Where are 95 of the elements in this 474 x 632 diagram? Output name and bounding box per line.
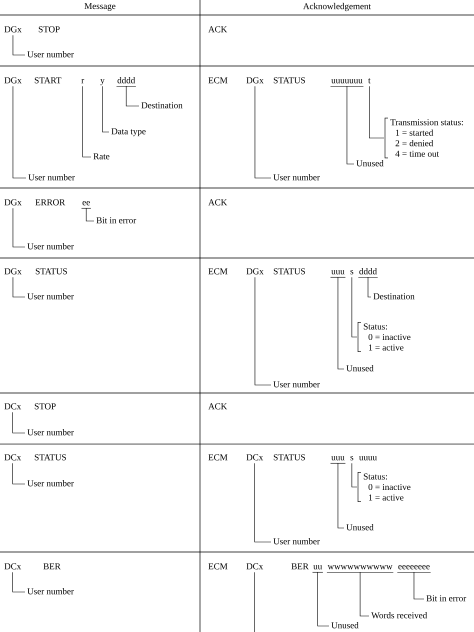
command-word: STATUS xyxy=(274,77,305,84)
field-code: r xyxy=(81,79,84,84)
command-word: ERROR xyxy=(35,199,66,206)
leader-line xyxy=(12,208,26,248)
bracketed-note: Status: 0 = inactive 1 = active xyxy=(358,322,410,352)
leader-line xyxy=(254,572,255,632)
field-description: User number xyxy=(27,51,74,58)
field-code: DGx xyxy=(246,268,264,274)
leader-line xyxy=(12,462,26,484)
field-description: Unused xyxy=(346,524,374,530)
leader-line xyxy=(346,86,354,164)
field-description: Words received xyxy=(371,612,428,618)
command-word: ECM xyxy=(208,268,228,274)
field-description: Unused xyxy=(346,365,374,372)
command-word: STOP xyxy=(38,26,60,32)
field-description: User number xyxy=(28,174,75,180)
field-code: DCx xyxy=(4,454,22,460)
command-word: STATUS xyxy=(34,454,66,460)
command-word: BER xyxy=(291,563,309,570)
command-word: START xyxy=(34,77,62,84)
column-header: Acknowledgement xyxy=(303,2,371,12)
bracketed-note: Status: 0 = inactive 1 = active xyxy=(358,472,410,502)
field-code: y xyxy=(100,79,105,86)
field-code: t xyxy=(368,78,371,84)
field-description: Unused xyxy=(356,160,384,166)
leader-line xyxy=(254,462,272,542)
field-code: eeeeeeee xyxy=(397,565,431,573)
leader-line xyxy=(12,34,26,56)
field-code: DGx xyxy=(4,199,22,206)
command-word: STATUS xyxy=(36,268,67,274)
field-code: dddd xyxy=(116,77,136,87)
leader-line xyxy=(82,86,92,158)
field-code: wwwwwwwwww xyxy=(326,565,394,573)
command-word: STOP xyxy=(34,403,56,410)
field-description: Bit in error xyxy=(96,217,136,224)
field-code: uuuuuuu xyxy=(330,79,364,87)
field-description: User number xyxy=(27,588,74,594)
command-word: ACK xyxy=(208,26,228,32)
field-code: s xyxy=(350,456,354,460)
leader-line xyxy=(12,86,26,178)
field-code: uuu xyxy=(330,270,346,278)
command-word: ACK xyxy=(208,403,228,410)
command-word: STATUS xyxy=(274,268,305,274)
leader-line xyxy=(102,86,110,132)
field-code: DGx xyxy=(246,77,264,84)
field-code: dddd xyxy=(358,268,378,278)
field-code: DGx xyxy=(4,26,22,32)
field-description: User number xyxy=(273,381,320,388)
leader-line xyxy=(12,276,26,298)
field-code: DCx xyxy=(246,563,264,570)
field-code: uu xyxy=(312,565,324,573)
command-word: BER xyxy=(43,563,61,570)
field-description: User number xyxy=(27,243,74,250)
leader-line xyxy=(254,276,272,386)
field-code: s xyxy=(350,270,354,274)
field-code: ee xyxy=(81,201,92,209)
leader-line xyxy=(369,86,384,138)
leader-line xyxy=(86,208,94,222)
field-description: Rate xyxy=(93,153,110,160)
leader-line xyxy=(317,572,330,626)
field-description: Destination xyxy=(373,293,415,300)
field-description: User number xyxy=(273,538,320,544)
leader-line xyxy=(254,86,272,178)
leader-line xyxy=(368,276,372,298)
field-code: uuuu xyxy=(359,456,377,460)
leader-line xyxy=(338,462,344,528)
bracketed-note: Transmission status: 1 = started 2 = denied 4 = time out xyxy=(384,118,463,158)
command-word: ECM xyxy=(208,77,228,84)
field-code: DGx xyxy=(4,268,22,274)
leader-line xyxy=(352,462,358,488)
field-code: DCx xyxy=(246,454,264,460)
leader-line xyxy=(352,276,358,338)
command-word: ACK xyxy=(208,199,228,206)
leader-line xyxy=(414,572,424,600)
field-description: Unused xyxy=(331,622,359,628)
field-code: uuu xyxy=(330,456,346,464)
field-description: User number xyxy=(27,429,74,436)
command-word: ECM xyxy=(208,454,228,460)
field-description: Bit in error xyxy=(426,595,466,602)
field-description: User number xyxy=(273,174,320,180)
field-code: DGx xyxy=(4,77,22,84)
leader-line xyxy=(12,412,26,434)
field-description: Data type xyxy=(111,128,146,136)
leader-line xyxy=(126,86,140,106)
column-header: Message xyxy=(84,3,116,11)
leader-line xyxy=(360,572,370,616)
field-code: DCx xyxy=(4,563,22,570)
command-word: STATUS xyxy=(274,454,305,460)
leader-line xyxy=(12,572,26,592)
field-description: User number xyxy=(27,480,74,486)
field-code: DCx xyxy=(4,403,22,410)
field-description: User number xyxy=(27,293,74,300)
field-description: Destination xyxy=(141,102,183,108)
command-word: ECM xyxy=(208,563,228,570)
leader-line xyxy=(338,276,344,370)
